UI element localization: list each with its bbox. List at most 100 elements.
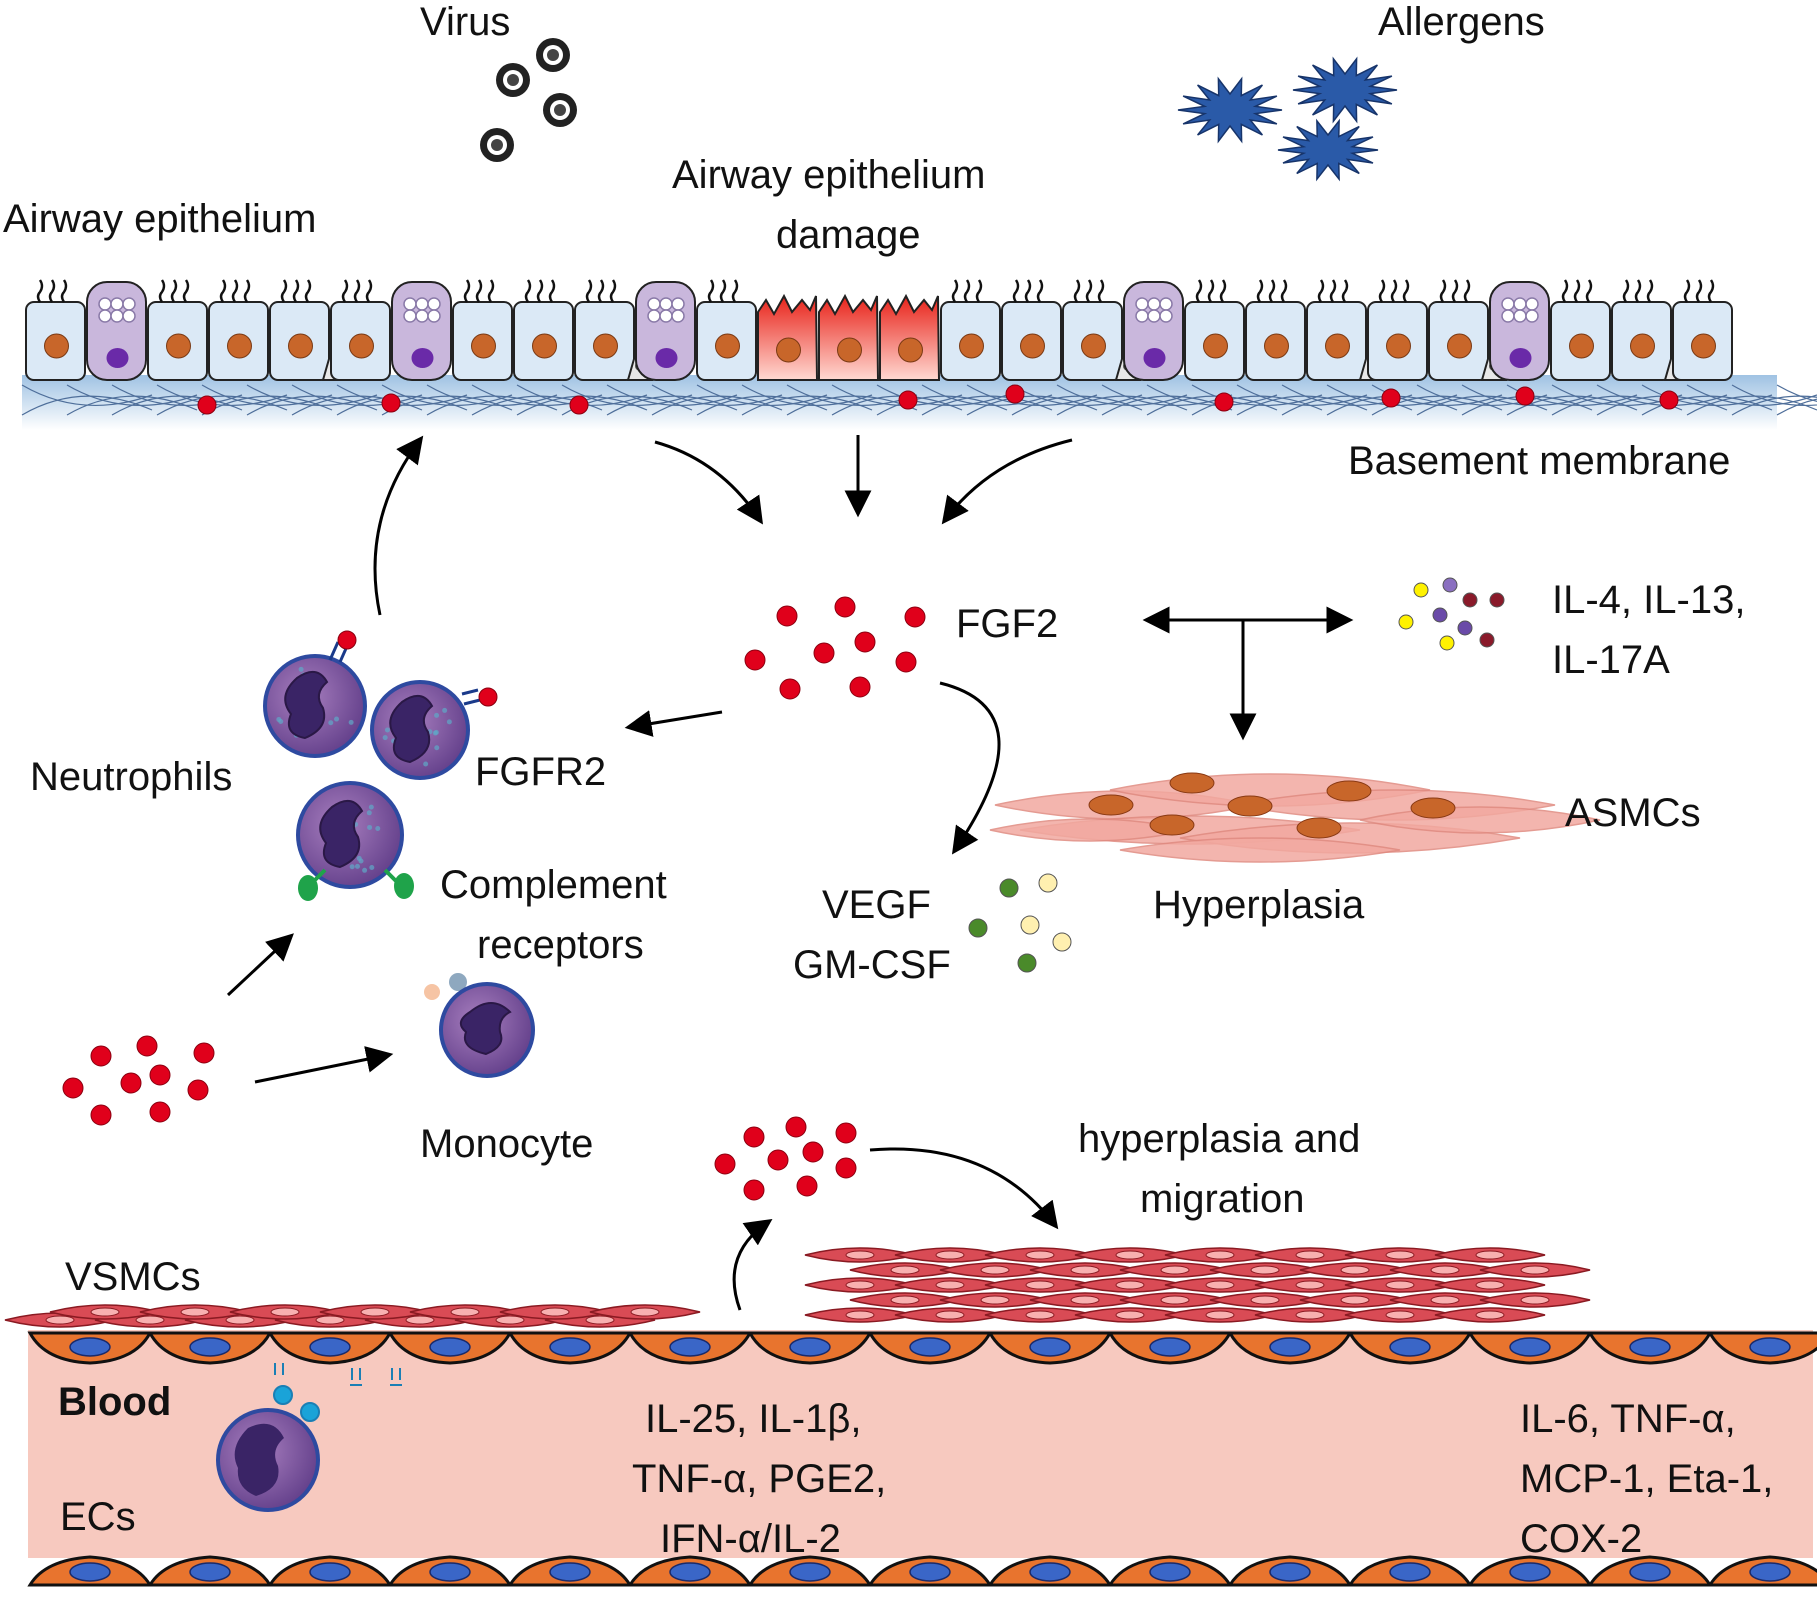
asmc-nucleus (1297, 818, 1341, 838)
granule (334, 717, 339, 722)
arrow-dots-to-monocyte (255, 1055, 388, 1082)
label-fgf2: FGF2 (956, 602, 1058, 646)
vesicle (1526, 298, 1538, 310)
ec-nucleus (790, 1563, 830, 1581)
fgf2-dot (91, 1105, 111, 1125)
vsmc-nucleus (1206, 1281, 1234, 1289)
arrow-epi-to-fgf2-right (945, 440, 1072, 520)
vsmc-nucleus (1296, 1281, 1324, 1289)
fgf2-cluster-center (745, 597, 925, 699)
nucleus (228, 334, 252, 358)
label-hyperplasia: Hyperplasia (1153, 883, 1365, 927)
cilium (172, 280, 176, 302)
vesicle (1148, 298, 1160, 310)
granule (385, 727, 390, 732)
cilium (538, 280, 542, 302)
vsmc-nucleus (496, 1316, 524, 1324)
fgf2-dot (803, 1142, 823, 1162)
fgf2-dot (150, 1065, 170, 1085)
nucleus (1326, 334, 1350, 358)
cilium (1014, 280, 1018, 302)
vsmc-nucleus (1386, 1251, 1414, 1259)
vsmc-nucleus (1116, 1311, 1144, 1319)
complement-receptor-head (298, 875, 318, 901)
granule (375, 826, 380, 831)
cilium (355, 280, 359, 302)
vesicle (660, 310, 672, 322)
cilium (50, 280, 54, 302)
allergen-particle (1293, 59, 1397, 121)
vsmc-nucleus (181, 1308, 209, 1316)
vsmc-nucleus (1071, 1266, 1099, 1274)
granule (349, 720, 354, 725)
cytokine-dot (1458, 621, 1472, 635)
vesicle (660, 298, 672, 310)
asmc-nucleus (1327, 781, 1371, 801)
vesicle (648, 298, 660, 310)
nucleus (1265, 334, 1289, 358)
ec-nucleus (70, 1338, 110, 1356)
cilium (965, 280, 969, 302)
ec-nucleus (430, 1338, 470, 1356)
nucleus (45, 334, 69, 358)
fgf2-dot (745, 650, 765, 670)
cilium (367, 280, 371, 302)
granule (362, 868, 367, 873)
vsmc-nucleus (1341, 1266, 1369, 1274)
cytokine-dot (1440, 636, 1454, 650)
vesicle (1514, 298, 1526, 310)
vesicle (416, 298, 428, 310)
cilium (733, 280, 737, 302)
fgf2-cluster-middle (715, 1117, 856, 1200)
ec-nucleus (310, 1563, 350, 1581)
cilium (721, 280, 725, 302)
vesicle (416, 310, 428, 322)
label-ecs: ECs (60, 1495, 136, 1539)
endothelial-cells-top (30, 1333, 1817, 1363)
asmc-nucleus (1411, 798, 1455, 818)
ec-nucleus (70, 1563, 110, 1581)
label-il-top-line2: IL-17A (1552, 638, 1670, 682)
label-hyper-mig-line2: migration (1140, 1177, 1305, 1221)
cilium (294, 280, 298, 302)
nucleus (1510, 348, 1532, 368)
fgf2-dot (777, 606, 797, 626)
cytokine-dot (1490, 593, 1504, 607)
vesicle (404, 310, 416, 322)
cilium (1221, 280, 1225, 302)
vsmc-nucleus (1521, 1296, 1549, 1304)
label-blood: Blood (58, 1380, 171, 1424)
allergen-particle (1278, 121, 1378, 179)
ec-nucleus (1150, 1563, 1190, 1581)
nucleus (960, 334, 984, 358)
granule (367, 810, 372, 815)
cilium (1026, 280, 1030, 302)
fgf2-dot (768, 1150, 788, 1170)
arrow-dots-to-neutrophil (228, 937, 290, 995)
granule (367, 825, 372, 830)
cytokine-dot (969, 919, 987, 937)
cilium (1587, 280, 1591, 302)
fgf2-dot (198, 396, 216, 414)
ec-nucleus (1030, 1338, 1070, 1356)
vsmc-nucleus (1431, 1296, 1459, 1304)
fgf2-bound-dot (479, 688, 497, 706)
ec-nucleus (190, 1563, 230, 1581)
label-il-mid-line2: TNF-α, PGE2, (632, 1457, 886, 1501)
fgf2-dot (1006, 385, 1024, 403)
nucleus (838, 338, 862, 362)
label-gmcsf: GM-CSF (793, 943, 951, 987)
fgf2-dot (137, 1036, 157, 1056)
label-il-top-line1: IL-4, IL-13, (1552, 578, 1745, 622)
virus-center (554, 104, 566, 116)
allergen-particles (1178, 59, 1397, 179)
vsmc-nucleus (1026, 1251, 1054, 1259)
nucleus (1021, 334, 1045, 358)
nucleus (412, 348, 434, 368)
nucleus (1692, 334, 1716, 358)
ec-nucleus (1750, 1338, 1790, 1356)
cytokine-dot (1433, 608, 1447, 622)
cilium (599, 280, 603, 302)
vsmc-nucleus (1026, 1281, 1054, 1289)
